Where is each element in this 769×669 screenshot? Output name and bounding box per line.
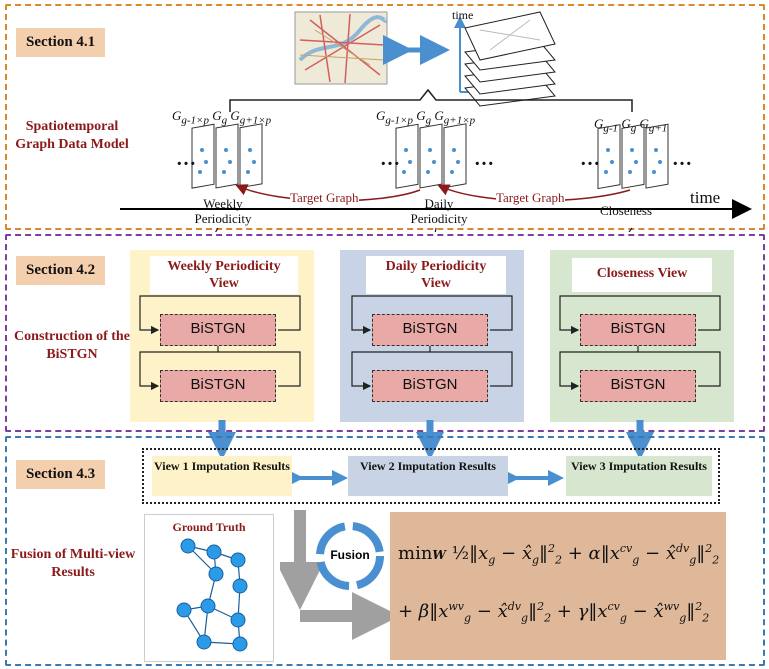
stack-time-label: time	[452, 8, 474, 22]
section-4-3-label: Fusion of Multi-view Results	[10, 547, 136, 580]
section-4-3-tag: Section 4.3	[16, 460, 106, 489]
fusion-graphic	[280, 510, 390, 640]
view2-results: View 2 Imputation Results	[348, 456, 508, 496]
section-4-2-box	[5, 234, 765, 432]
closeness-view-title: Closeness View	[572, 258, 712, 292]
ground-truth-label: Ground Truth	[172, 520, 246, 534]
brace	[229, 88, 633, 112]
section-4-1-label: Spatiotemporal Graph Data Model	[15, 119, 129, 152]
closeness-caption: Closeness	[600, 203, 652, 218]
fusion-cycle-icon	[316, 522, 384, 590]
results-dotted-frame	[142, 448, 720, 504]
dots-daily-left: …	[380, 148, 400, 170]
closeness-bistgn-2: BiSTGN	[580, 370, 696, 402]
daily-bistgn-1: BiSTGN	[372, 314, 488, 346]
daily-view-title: Daily Periodicity View	[366, 256, 506, 294]
dots-closeness-left: …	[580, 148, 600, 170]
formula-line-1: minW ½‖xg − x̂g‖22 + α‖xcvg − x̂dvg‖22	[398, 542, 720, 567]
weekly-graph-cards	[191, 123, 263, 189]
city-map-image	[294, 11, 388, 85]
daily-graph-labels: Gg-1×p Gg Gg+1×p	[376, 108, 476, 127]
fusion-formula: minW ½‖xg − x̂g‖22 + α‖xcvg − x̂dvg‖22 +…	[390, 512, 726, 660]
daily-bistgn-2: BiSTGN	[372, 370, 488, 402]
view1-results: View 1 Imputation Results	[152, 456, 292, 496]
formula-line-2: + β‖xwvg − x̂dvg‖22 + γ‖xcvg − x̂wvg‖22	[398, 600, 710, 625]
weekly-bistgn-1: BiSTGN	[160, 314, 276, 346]
weekly-periodicity-caption: Weekly Periodicity	[194, 196, 252, 226]
daily-periodicity-caption: Daily Periodicity	[410, 196, 468, 226]
closeness-graph-labels: Gg-1 Gg Gg+1	[594, 116, 668, 135]
section-4-1-tag: Section 4.1	[16, 28, 106, 57]
fusion-label: Fusion	[330, 548, 370, 562]
ground-truth-frame	[144, 514, 274, 662]
dots-daily-right: …	[474, 148, 494, 170]
section-4-3-box	[5, 436, 765, 666]
section-4-2-tag: Section 4.2	[16, 256, 106, 285]
target-graph-label-1: Target Graph	[290, 190, 359, 206]
weekly-graph-labels: Gg-1×p Gg Gg+1×p	[172, 108, 272, 127]
dots-weekly: …	[176, 148, 196, 170]
weekly-view-title: Weekly Periodicity View	[150, 256, 298, 294]
layer-stack-graphic	[454, 11, 556, 107]
dots-closeness-right: …	[672, 148, 692, 170]
view3-results: View 3 Imputation Results	[566, 456, 712, 496]
target-graph-label-2: Target Graph	[496, 190, 565, 206]
spatiotemporal-graphic	[120, 11, 752, 232]
section-4-1-box	[5, 4, 765, 230]
closeness-bistgn-1: BiSTGN	[580, 314, 696, 346]
ground-truth-graph	[176, 538, 248, 652]
daily-graph-cards	[395, 123, 467, 189]
section-4-2-label: Construction of the BiSTGN	[14, 329, 130, 362]
weekly-bistgn-2: BiSTGN	[160, 370, 276, 402]
timeline-time-label: time	[690, 188, 721, 207]
closeness-graph-cards	[597, 123, 669, 190]
